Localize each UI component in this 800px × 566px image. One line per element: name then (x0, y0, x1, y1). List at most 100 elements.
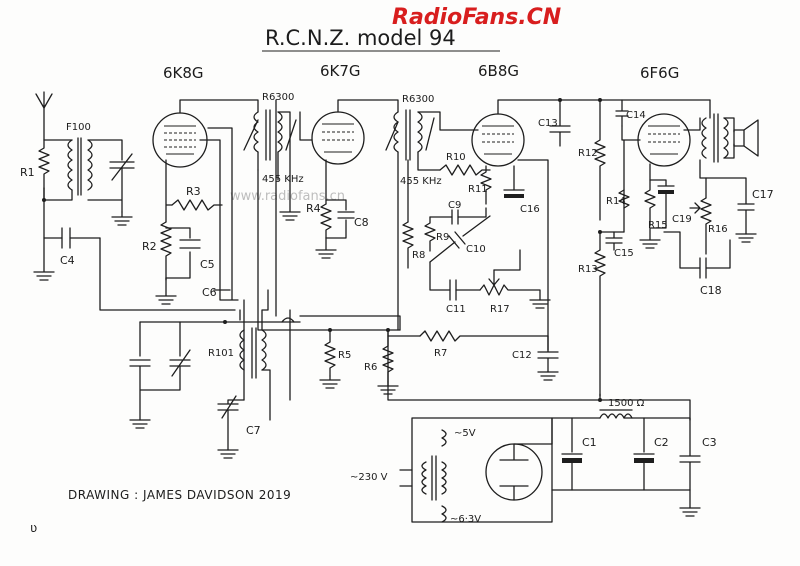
resistor-r5 (324, 329, 336, 377)
wire-r16-top (699, 159, 707, 199)
junction-dot (42, 198, 46, 202)
wire-rect-out (551, 417, 691, 445)
wire-avc-junction (299, 315, 401, 331)
label-c5: C5 (200, 258, 215, 271)
label-r16: R16 (708, 224, 728, 235)
capacitor-c17 (705, 177, 755, 235)
tube-6b8g (471, 113, 525, 167)
label-c17: C17 (752, 188, 774, 201)
label-c13: C13 (538, 118, 558, 129)
ground-r16 (735, 233, 757, 243)
label-if2: 455 KHz (400, 176, 442, 187)
capacitor-c4 (61, 227, 71, 249)
label-r4: R4 (306, 202, 321, 215)
resistor-r8 (402, 221, 414, 269)
capacitor-c14 (615, 99, 629, 127)
tube-6k7g (311, 111, 365, 165)
wire-c8 (325, 199, 347, 239)
ground-osc (217, 449, 239, 459)
choke-1500 (599, 409, 633, 419)
capacitor-c13 (549, 99, 571, 147)
label-c16: C16 (520, 204, 540, 215)
label-c18: C18 (700, 284, 722, 297)
resistor-r7 (419, 330, 549, 342)
capacitor-c1 (561, 453, 583, 491)
tube-6f6g (637, 113, 691, 167)
wire-avc-line (99, 237, 236, 311)
label-r5: R5 (338, 350, 351, 361)
label-c12: C12 (512, 350, 532, 361)
tuning-capacitor-2 (129, 321, 191, 421)
wire-6k7g-plate (337, 99, 399, 113)
resistor-r15 (644, 163, 656, 227)
wire-r12-r13 (599, 231, 625, 251)
tuning-capacitor-1 (87, 139, 135, 226)
resistor-r3 (171, 199, 223, 211)
power-transformer (399, 417, 553, 523)
capacitor-c16 (503, 165, 525, 198)
ground-r17 (529, 299, 551, 309)
antenna-coil (43, 107, 93, 196)
label-r17: R17 (490, 304, 510, 315)
resistor-r12 (594, 99, 606, 221)
label-r1: R1 (20, 166, 35, 179)
label-r6300-1: R6300 (262, 92, 294, 103)
resistor-r2 (160, 221, 172, 281)
ground-6f6g (639, 227, 661, 249)
label-r13: R13 (578, 264, 598, 275)
tube-label-6f6g: 6F6G (640, 64, 679, 82)
antenna-symbol (35, 91, 53, 109)
ground-ps (679, 507, 701, 517)
watermark-logo: RadioFans.CN (392, 5, 561, 30)
label-c15: C15 (614, 248, 634, 259)
capacitor-c11 (449, 279, 481, 301)
label-if1: 455 KHz (262, 174, 304, 185)
label-f100: F100 (66, 122, 91, 133)
drawing-credit: DRAWING : JAMES DAVIDSON 2019 (68, 488, 291, 502)
label-r9: R9 (436, 232, 449, 243)
ground-6k8g (155, 277, 177, 305)
wire-c5 (165, 227, 191, 279)
label-c11: C11 (446, 304, 466, 315)
label-c14: C14 (626, 110, 646, 121)
capacitor-c8 (337, 211, 355, 219)
resistor-r14 (618, 189, 630, 209)
label-r7: R7 (434, 348, 447, 359)
diagram-title: R.C.N.Z. model 94 (265, 26, 456, 50)
label-r6300-2: R6300 (402, 94, 434, 105)
capacitor-c12 (537, 335, 559, 373)
resistor-r13 (594, 249, 606, 397)
resistor-r11 (480, 165, 492, 205)
if-transformer-2 (385, 109, 435, 161)
ground-c12 (537, 371, 559, 381)
resistor-r1 (38, 139, 50, 189)
capacitor-c18 (663, 231, 731, 279)
capacitor-c3 (679, 419, 701, 509)
capacitor-c15 (605, 231, 623, 251)
wire-6b8g-to-c12 (517, 159, 549, 351)
label-c2: C2 (654, 436, 669, 449)
rectifier-tube (485, 443, 553, 501)
wire-6k8g-cathode (165, 159, 173, 223)
wire-r9-down (429, 261, 451, 291)
wire-b-plus-top (497, 99, 711, 115)
label-r101: R101 (208, 348, 234, 359)
label-c7: C7 (246, 424, 261, 437)
wire-6k8g-plate (179, 99, 259, 114)
ground-6k7g (315, 237, 337, 259)
wire-b-plus-if1 (257, 169, 401, 331)
label-r14: R14 (606, 196, 626, 207)
junction-dot-f (328, 328, 332, 332)
label-c10: C10 (466, 244, 486, 255)
watermark-url: www.radiofans.cn (230, 189, 345, 204)
label-c8: C8 (354, 216, 369, 229)
ground-if1 (279, 179, 301, 221)
capacitor-c9 (429, 207, 487, 225)
label-230v: ~230 V (350, 472, 388, 483)
potentiometer-r16 (689, 197, 712, 255)
label-r8: R8 (412, 250, 425, 261)
label-c1: C1 (582, 436, 597, 449)
label-r15: R15 (648, 220, 668, 231)
